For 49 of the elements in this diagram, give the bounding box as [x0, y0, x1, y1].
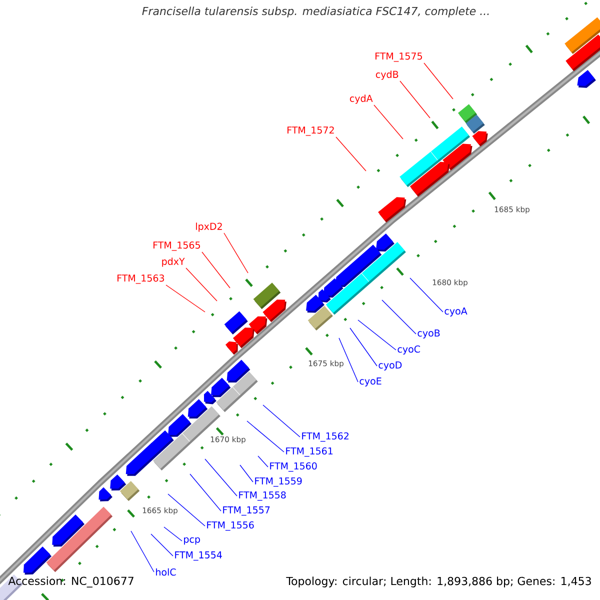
gene-label: pdxY — [162, 258, 185, 267]
gene-label: cyoB — [418, 330, 440, 338]
leader-line — [424, 62, 454, 100]
leader-line — [350, 328, 378, 366]
gene-label: holC — [156, 568, 176, 576]
gene-label: FTM_1561 — [286, 447, 333, 457]
gene-label: FTM_1563 — [118, 274, 164, 284]
gene-label: FTM_1559 — [255, 477, 302, 487]
leader-line — [190, 474, 222, 512]
leader-line — [168, 494, 206, 526]
gene-label: FTM_1560 — [270, 462, 317, 472]
gene-label: cydA — [350, 94, 373, 104]
gene-label: FTM_1558 — [239, 491, 286, 501]
gene-label: cyoE — [360, 378, 382, 386]
accession-label: Accession: NC_010677 — [8, 576, 134, 588]
leader-line — [240, 464, 254, 482]
leader-line — [246, 420, 284, 452]
gene-label: FTM_1565 — [154, 242, 200, 251]
leader-line — [410, 278, 444, 312]
leader-line — [338, 338, 358, 382]
gene-label: FTM_1562 — [302, 432, 348, 442]
gene-label: FTM_1554 — [175, 551, 222, 561]
summary-label: Topology: circular; Length: 1,893,886 bp; Genes: 1,453 — [286, 576, 591, 588]
gene-label: cyoC — [398, 345, 420, 354]
gene-label: pcp — [184, 537, 200, 545]
title: Francisella tularensis subsp. mediasiatica FSC147, complete ... — [142, 6, 489, 18]
leader-line — [130, 530, 154, 572]
leader-line — [150, 534, 174, 556]
leader-line — [400, 80, 430, 118]
gene-label: FTM_1572 — [288, 126, 334, 136]
leader-line — [164, 526, 182, 542]
leader-line — [382, 300, 416, 334]
leader-line — [202, 252, 230, 288]
leader-line — [374, 104, 404, 140]
leader-line — [336, 136, 366, 172]
leader-line — [204, 458, 238, 496]
gene-label: FTM_1557 — [223, 506, 270, 516]
gene-label: lpxD2 — [196, 222, 222, 232]
gene-label: cyoA — [444, 308, 468, 316]
leader-line — [358, 320, 396, 350]
gene-label: cyoD — [378, 362, 402, 370]
leader-line — [166, 284, 206, 312]
leader-line — [258, 456, 268, 468]
leader-line — [186, 268, 218, 302]
leader-line — [224, 232, 248, 274]
gene-label: cydB — [376, 70, 398, 80]
gene-label: FTM_1556 — [207, 521, 254, 531]
leader-line — [262, 404, 300, 438]
gene-label: FTM_1575 — [376, 52, 422, 62]
